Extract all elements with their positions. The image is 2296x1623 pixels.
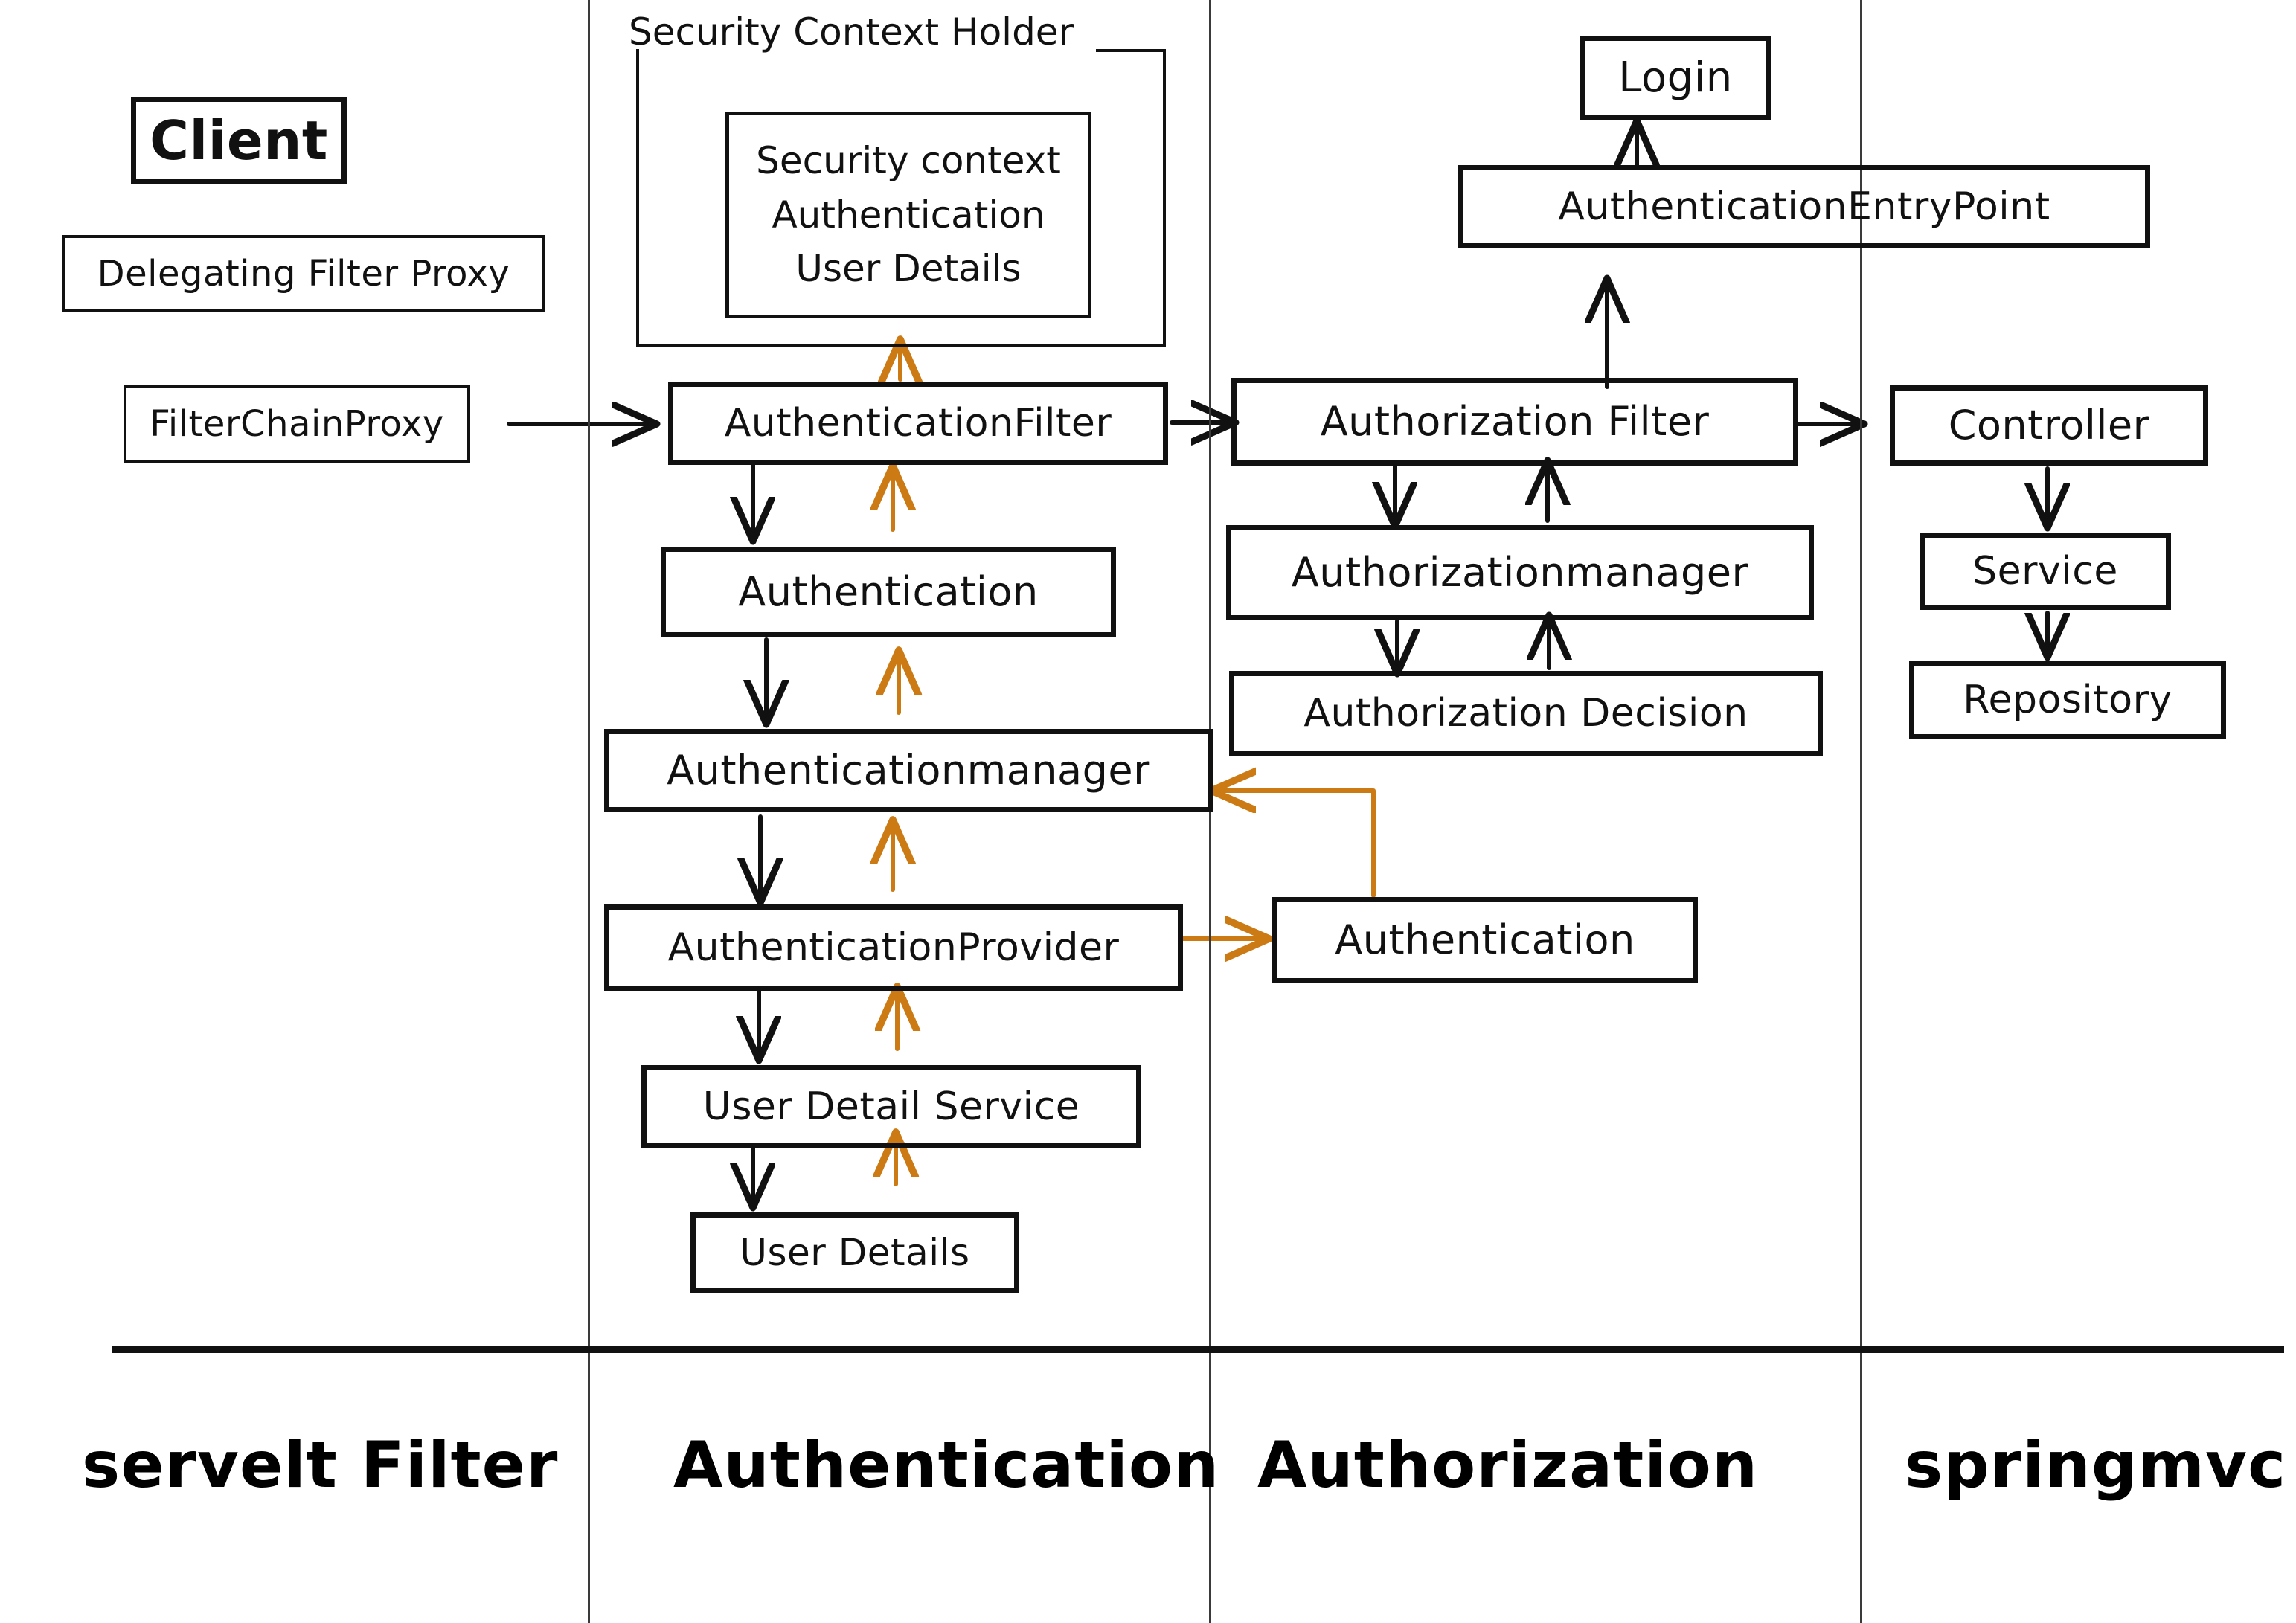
node-service[interactable]: Service [1920, 533, 2171, 610]
node-authorization-manager-label: Authorizationmanager [1291, 549, 1749, 596]
node-service-label: Service [1972, 549, 2118, 594]
container-security-context-holder-label: Security Context Holder [629, 10, 1074, 54]
node-authentication-label: Authentication [738, 568, 1039, 615]
holder-top-stub [1096, 49, 1163, 52]
node-user-details[interactable]: User Details [690, 1212, 1019, 1293]
node-authentication-filter[interactable]: AuthenticationFilter [668, 382, 1168, 465]
node-security-context-stack[interactable]: Security context Authentication User Det… [725, 112, 1091, 318]
node-controller[interactable]: Controller [1890, 385, 2208, 466]
column-title-servlet-filter: servelt Filter [82, 1428, 559, 1503]
node-authorization-filter[interactable]: Authorization Filter [1231, 378, 1798, 466]
column-title-authorization: Authorization [1257, 1428, 1759, 1503]
node-filter-chain-proxy-label: FilterChainProxy [150, 403, 444, 445]
node-authentication[interactable]: Authentication [661, 547, 1116, 637]
node-authentication-filter-label: AuthenticationFilter [724, 401, 1112, 446]
node-authz-authentication-label: Authentication [1335, 916, 1635, 963]
node-delegating-filter-proxy-label: Delegating Filter Proxy [97, 253, 510, 295]
node-client[interactable]: Client [131, 97, 347, 184]
node-sch-user-details-label: User Details [795, 247, 1022, 291]
arrow-orange-authz-authentication-to-authmanager [1216, 791, 1376, 898]
container-security-context-holder [636, 49, 1166, 347]
node-authz-authentication[interactable]: Authentication [1272, 897, 1698, 983]
node-authorization-decision[interactable]: Authorization Decision [1229, 671, 1823, 756]
node-authorization-filter-label: Authorization Filter [1320, 398, 1710, 445]
column-divider-3 [1860, 0, 1862, 1623]
node-user-details-label: User Details [740, 1231, 970, 1274]
node-authentication-entry-point-label: AuthenticationEntryPoint [1558, 184, 2050, 229]
node-security-context-label: Security context [756, 139, 1061, 183]
node-authentication-entry-point[interactable]: AuthenticationEntryPoint [1458, 165, 2150, 248]
node-login[interactable]: Login [1580, 36, 1771, 120]
baseline-rule [112, 1346, 2284, 1353]
node-filter-chain-proxy[interactable]: FilterChainProxy [124, 385, 470, 463]
node-authentication-provider-label: AuthenticationProvider [667, 925, 1120, 970]
node-repository[interactable]: Repository [1909, 661, 2226, 739]
column-divider-1 [588, 0, 590, 1623]
node-authentication-manager[interactable]: Authenticationmanager [604, 729, 1213, 812]
column-title-springmvc: springmvc [1905, 1428, 2287, 1503]
node-client-label: Client [150, 109, 328, 172]
column-title-authentication: Authentication [673, 1428, 1220, 1503]
node-authentication-provider[interactable]: AuthenticationProvider [604, 904, 1183, 991]
node-sch-authentication-label: Authentication [772, 193, 1045, 237]
node-delegating-filter-proxy[interactable]: Delegating Filter Proxy [62, 235, 545, 312]
node-authentication-manager-label: Authenticationmanager [667, 747, 1150, 794]
node-controller-label: Controller [1948, 402, 2150, 449]
node-authorization-manager[interactable]: Authorizationmanager [1226, 525, 1814, 620]
node-authorization-decision-label: Authorization Decision [1303, 691, 1748, 736]
node-user-detail-service[interactable]: User Detail Service [641, 1065, 1141, 1148]
node-user-detail-service-label: User Detail Service [702, 1084, 1080, 1129]
node-repository-label: Repository [1963, 678, 2172, 722]
node-login-label: Login [1618, 54, 1733, 102]
